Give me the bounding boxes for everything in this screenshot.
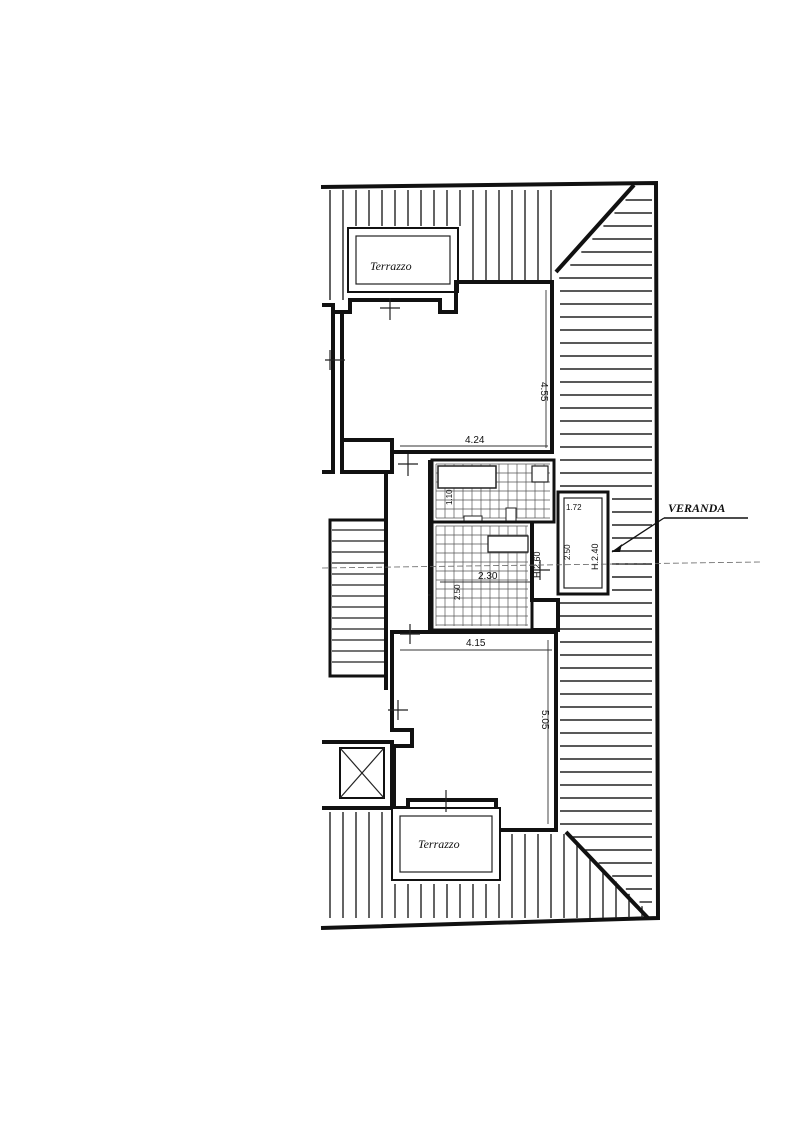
roof-hatching-bottom (329, 812, 643, 918)
upper-room-length-dim: 4.55 (538, 382, 549, 402)
bath-depth-dim: 1.10 (445, 489, 454, 505)
veranda: 1.72 2.50 H.2.40 (556, 490, 610, 596)
veranda-depth-dim: 2.50 (563, 544, 572, 560)
kitchen: 2.30 2.50 H.2.60 (430, 520, 550, 632)
washbasin (531, 465, 549, 483)
kitchen-depth-small-dim: 2.50 (453, 584, 462, 600)
lower-room-length-dim: 5.05 (539, 710, 550, 730)
terrace-top: Terrazzo (347, 227, 459, 293)
veranda-label: VERANDA (668, 501, 725, 515)
toilet (505, 507, 517, 523)
section-line (321, 561, 761, 569)
bathtub (437, 465, 497, 489)
stairwell (328, 518, 388, 678)
terrace-bottom: Terrazzo (391, 790, 501, 881)
roof-hatching-top (329, 190, 552, 300)
terrace-bottom-label: Terrazzo (418, 837, 460, 851)
height-b-dim: H.2.40 (590, 543, 600, 570)
veranda-width-dim: 1.72 (566, 503, 582, 512)
lower-room: 4.15 5.05 (388, 624, 558, 832)
kitchen-counter (487, 535, 529, 553)
upper-room: 4.24 4.55 (333, 280, 554, 454)
terrace-top-label: Terrazzo (370, 259, 412, 273)
bathroom: 1.10 (430, 458, 556, 527)
kitchen-width-dim: 2.30 (478, 571, 498, 582)
roof-outline (320, 180, 661, 930)
height-a-dim: H.2.60 (532, 551, 542, 578)
lower-room-width-dim: 4.15 (466, 638, 486, 649)
left-walls (322, 303, 394, 474)
roof-hatching-right (559, 199, 652, 903)
upper-room-width-dim: 4.24 (465, 435, 485, 446)
veranda-callout: VERANDA (611, 501, 748, 553)
elevator-shaft (322, 740, 394, 810)
stair-steps (332, 529, 384, 663)
roof-hip-lines (554, 183, 650, 920)
